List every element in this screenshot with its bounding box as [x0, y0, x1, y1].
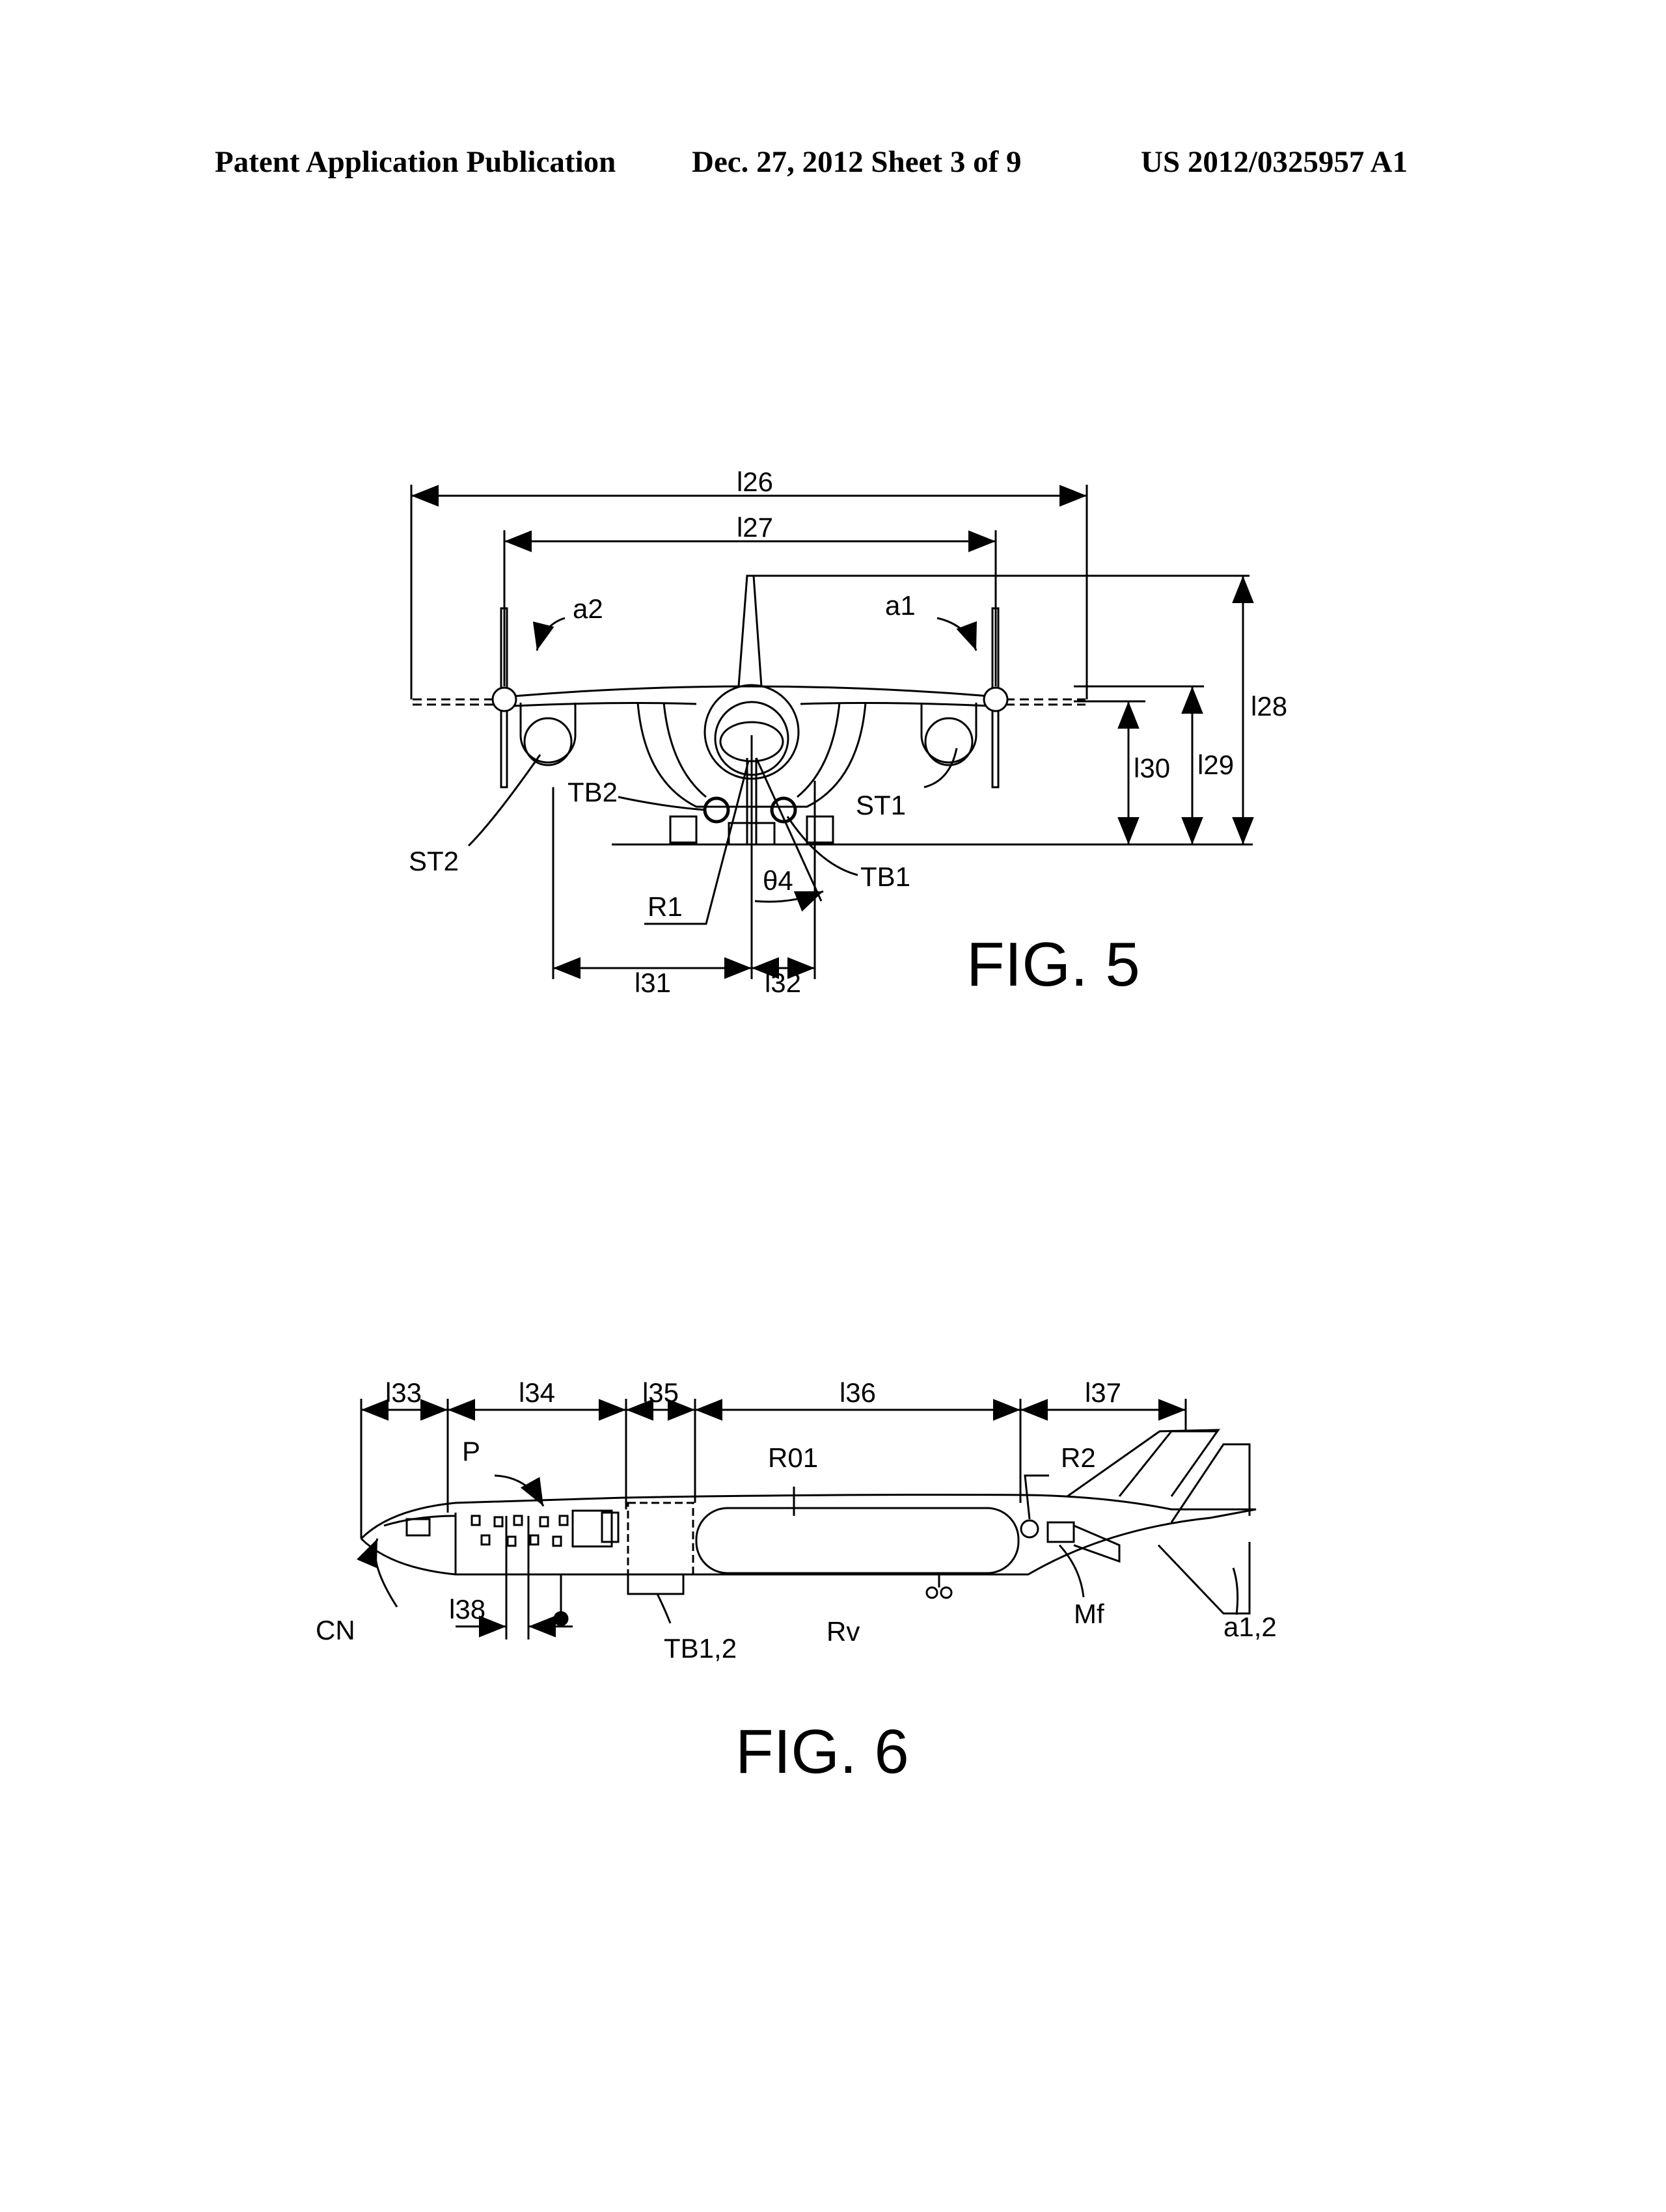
fig5-aircraft	[413, 574, 1086, 925]
label-st2: ST2	[409, 846, 459, 876]
cabin-windows	[471, 1515, 569, 1547]
label-l37: l37	[1085, 1377, 1121, 1408]
date-and-sheet: Dec. 27, 2012 Sheet 3 of 9	[692, 145, 1022, 179]
fig5-dimension-lines	[410, 485, 1254, 979]
publication-number: US 2012/0325957 A1	[1141, 145, 1408, 179]
label-l28: l28	[1251, 691, 1287, 722]
label-l27: l27	[737, 512, 773, 543]
figure-6: l33 l34 l35 l36 l37 l38 P R01 R2 CN TB1,…	[316, 1377, 1277, 1787]
fig5-labels: l26 l27 l28 l29 l30 l31 l32 a2 a1 ST1 ST…	[409, 466, 1287, 999]
label-l38: l38	[449, 1594, 485, 1625]
label-r2: R2	[1061, 1442, 1096, 1473]
figure-5: l26 l27 l28 l29 l30 l31 l32 a2 a1 ST1 ST…	[409, 466, 1287, 999]
label-l29: l29	[1197, 749, 1234, 780]
label-tb12: TB1,2	[664, 1633, 737, 1664]
fig6-labels: l33 l34 l35 l36 l37 l38 P R01 R2 CN TB1,…	[316, 1377, 1277, 1787]
label-r1: R1	[648, 891, 683, 922]
label-l33: l33	[385, 1377, 422, 1408]
fig6-aircraft	[357, 1429, 1257, 1626]
label-rv: Rv	[826, 1616, 860, 1647]
label-l30: l30	[1134, 753, 1170, 783]
publication-type: Patent Application Publication	[215, 145, 616, 179]
label-p: P	[462, 1436, 480, 1466]
label-mf: Mf	[1074, 1598, 1104, 1629]
label-r01: R01	[768, 1442, 818, 1473]
label-a1: a1	[885, 590, 916, 621]
figure-5-caption: FIG. 5	[966, 930, 1140, 999]
label-cn: CN	[316, 1615, 355, 1645]
figure-6-caption: FIG. 6	[735, 1717, 909, 1787]
label-l31: l31	[635, 967, 671, 998]
label-l36: l36	[840, 1377, 876, 1408]
label-l35: l35	[642, 1377, 679, 1408]
fig6-dimension-lines	[360, 1399, 1187, 1639]
label-l26: l26	[737, 466, 773, 497]
label-st1: ST1	[856, 790, 906, 820]
label-tb2: TB2	[567, 777, 618, 807]
label-tb1: TB1	[860, 861, 910, 892]
label-l32: l32	[765, 967, 801, 998]
page-header: Patent Application Publication Dec. 27, …	[0, 144, 1666, 183]
label-theta4: θ4	[763, 865, 793, 896]
label-a2: a2	[573, 593, 603, 624]
label-l34: l34	[519, 1377, 555, 1408]
label-a12: a1,2	[1223, 1612, 1277, 1642]
